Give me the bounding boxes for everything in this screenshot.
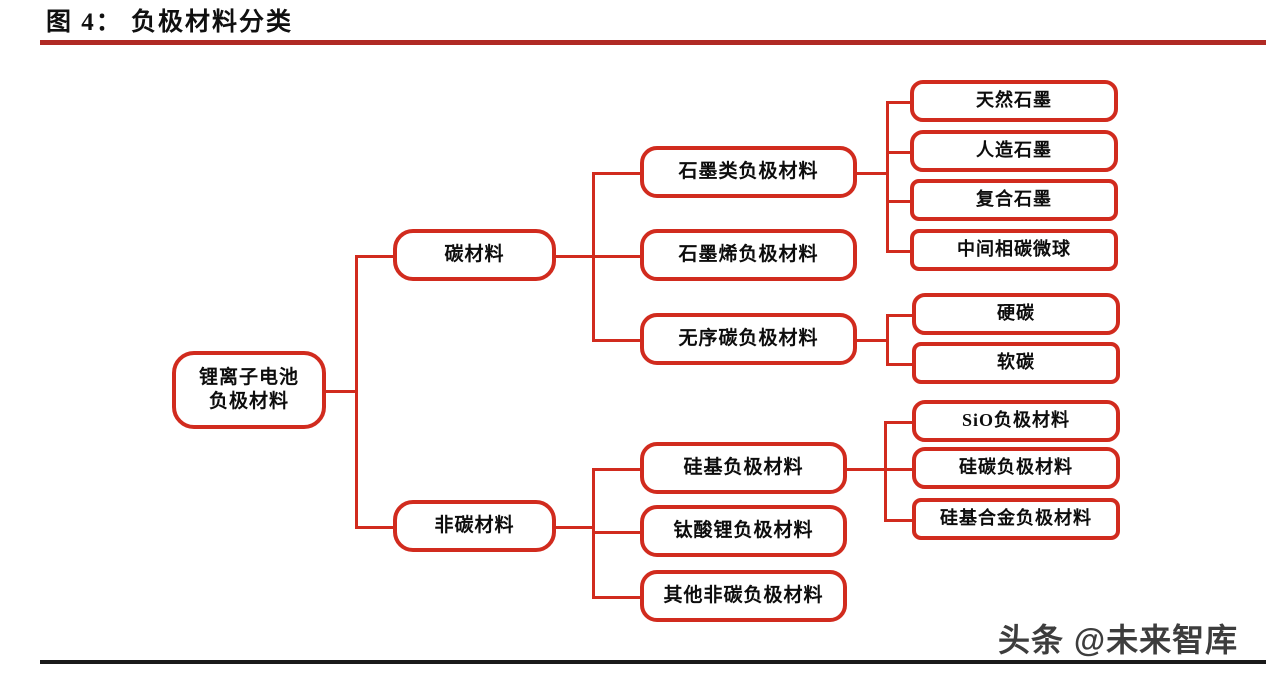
node-label: 其他非碳负极材料 [663, 584, 824, 606]
node-label: 中间相碳微球 [957, 239, 1071, 260]
connector-root-stub [325, 390, 358, 393]
connector-non-carbon-to-lto [592, 531, 642, 534]
connector-disordered-to-soft-carbon [886, 363, 912, 366]
connector-graphite-to-natural [886, 101, 912, 104]
node-hard-carbon[interactable]: 硬碳 [912, 293, 1120, 335]
node-label: 钛酸锂负极材料 [673, 519, 814, 541]
node-label: 硅基负极材料 [683, 456, 804, 478]
node-label: 人造石墨 [976, 140, 1052, 161]
node-label: 非碳材料 [434, 514, 515, 536]
node-silicon-carbon-anode-material[interactable]: 硅碳负极材料 [912, 447, 1120, 489]
node-label: 锂离子电池 负极材料 [198, 366, 299, 412]
node-sio-anode-material[interactable]: SiO负极材料 [912, 400, 1120, 442]
connector-graphite-to-mcmb [886, 250, 912, 253]
node-label: 碳材料 [444, 243, 505, 265]
node-label: 天然石墨 [976, 90, 1052, 111]
node-label: 硅碳负极材料 [959, 457, 1073, 478]
connector-carbon-to-graphene [592, 255, 642, 258]
node-disordered-carbon-anode-material[interactable]: 无序碳负极材料 [640, 313, 857, 365]
node-label: 硅基合金负极材料 [940, 508, 1092, 529]
connector-graphite-trunk [886, 101, 889, 251]
node-composite-graphite[interactable]: 复合石墨 [910, 179, 1118, 221]
node-lithium-titanate-anode-material[interactable]: 钛酸锂负极材料 [640, 505, 847, 557]
node-other-non-carbon-anode-material[interactable]: 其他非碳负极材料 [640, 570, 847, 622]
anode-material-classification-tree: 锂离子电池 负极材料 碳材料 非碳材料 石墨类负极材料 石墨烯负极材料 无序碳负… [0, 48, 1282, 648]
node-silicon-alloy-anode-material[interactable]: 硅基合金负极材料 [912, 498, 1120, 540]
footer-divider [40, 660, 1266, 664]
node-graphite-anode-material[interactable]: 石墨类负极材料 [640, 146, 857, 198]
node-root-lithium-ion-anode-material[interactable]: 锂离子电池 负极材料 [172, 351, 326, 429]
connector-silicon-to-si-c [884, 468, 912, 471]
node-soft-carbon[interactable]: 软碳 [912, 342, 1120, 384]
connector-non-carbon-to-silicon [592, 468, 642, 471]
node-natural-graphite[interactable]: 天然石墨 [910, 80, 1118, 122]
connector-root-to-carbon [355, 255, 395, 258]
page-title: 图 4： 负极材料分类 [46, 9, 294, 36]
title-divider [40, 40, 1266, 45]
connector-graphite-stub [856, 172, 888, 175]
node-label: 石墨类负极材料 [678, 160, 819, 182]
node-label: 硬碳 [997, 303, 1035, 324]
node-label: 无序碳负极材料 [678, 327, 819, 349]
connector-root-to-non-carbon [355, 526, 395, 529]
node-carbon-material[interactable]: 碳材料 [393, 229, 556, 281]
connector-disordered-trunk [886, 314, 889, 364]
connector-root-trunk [355, 255, 358, 529]
connector-silicon-to-si-alloy [884, 519, 912, 522]
connector-carbon-stub [554, 255, 594, 258]
connector-non-carbon-to-other [592, 596, 642, 599]
connector-carbon-to-disordered [592, 339, 642, 342]
connector-disordered-stub [856, 339, 888, 342]
node-silicon-based-anode-material[interactable]: 硅基负极材料 [640, 442, 847, 494]
connector-carbon-to-graphite [592, 172, 642, 175]
node-non-carbon-material[interactable]: 非碳材料 [393, 500, 556, 552]
connector-silicon-to-sio [884, 421, 912, 424]
connector-non-carbon-stub [554, 526, 594, 529]
node-artificial-graphite[interactable]: 人造石墨 [910, 130, 1118, 172]
node-label: 石墨烯负极材料 [678, 243, 819, 265]
node-label: SiO负极材料 [961, 410, 1070, 431]
watermark-text: 头条 @未来智库 [998, 622, 1239, 658]
node-mesocarbon-microbeads[interactable]: 中间相碳微球 [910, 229, 1118, 271]
node-label: 复合石墨 [976, 189, 1052, 210]
connector-silicon-stub [846, 468, 886, 471]
connector-graphite-to-composite [886, 200, 912, 203]
connector-graphite-to-artificial [886, 151, 912, 154]
node-label: 软碳 [997, 352, 1035, 373]
connector-disordered-to-hard-carbon [886, 314, 912, 317]
node-graphene-anode-material[interactable]: 石墨烯负极材料 [640, 229, 857, 281]
